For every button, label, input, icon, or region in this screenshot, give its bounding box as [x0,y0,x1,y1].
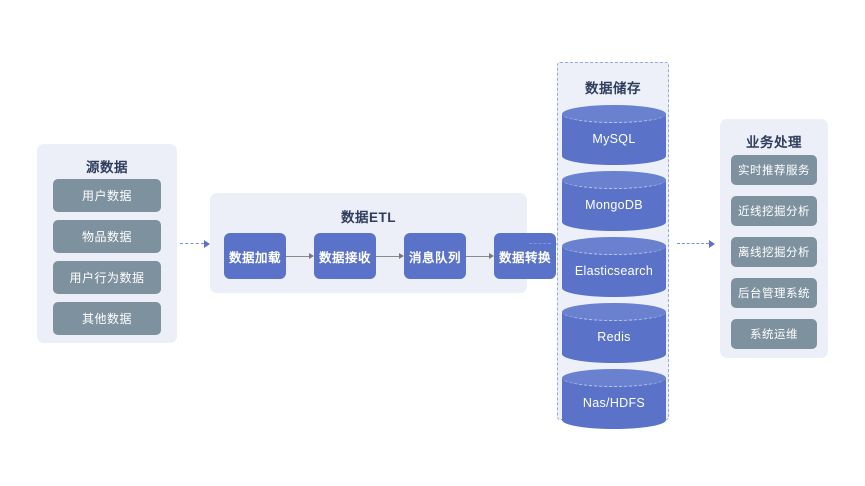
cylinder-cap [562,171,666,189]
connector-line [286,255,309,257]
connector-line [529,243,551,244]
storage-cylinder-mongodb[interactable]: MongoDB [562,171,666,231]
business-item-system-ops[interactable]: 系统运维 [731,319,817,349]
connector-queue-to-transform [466,252,494,260]
storage-title: 数据储存 [585,81,641,96]
storage-cylinder-redis[interactable]: Redis [562,303,666,363]
storage-label: Redis [597,330,631,344]
arrow-head-icon [709,239,715,248]
arrow-head-icon [204,239,210,248]
etl-step-message-queue[interactable]: 消息队列 [404,233,466,279]
connector-etl-to-storage [529,239,557,248]
storage-panel: 数据储存 MySQL MongoDB Elasticsearch Redis [557,62,669,429]
connector-line [376,255,399,257]
business-item-nearline-mining[interactable]: 近线挖掘分析 [731,196,817,226]
cylinder-cap [562,303,666,321]
arrow-head-icon [399,253,404,259]
storage-cylinder-mysql[interactable]: MySQL [562,105,666,165]
etl-step-data-load[interactable]: 数据加载 [224,233,286,279]
arrow-head-icon [551,239,557,248]
business-item-admin-system[interactable]: 后台管理系统 [731,278,817,308]
storage-cylinder-nas-hdfs[interactable]: Nas/HDFS [562,369,666,429]
storage-cylinder-elasticsearch[interactable]: Elasticsearch [562,237,666,297]
source-data-panel: 源数据 用户数据 物品数据 用户行为数据 其他数据 [37,144,177,343]
connector-line [180,243,204,244]
connector-source-to-etl [180,239,210,248]
source-item-other-data[interactable]: 其他数据 [53,302,161,335]
connector-load-to-receive [286,252,314,260]
source-item-user-data[interactable]: 用户数据 [53,179,161,212]
connector-storage-to-business [677,239,715,248]
source-data-title: 源数据 [86,160,128,175]
connector-receive-to-queue [376,252,404,260]
source-item-item-data[interactable]: 物品数据 [53,220,161,253]
etl-title: 数据ETL [341,210,396,225]
storage-label: MySQL [592,132,636,146]
storage-label: Elasticsearch [574,264,654,278]
storage-label: Nas/HDFS [582,396,646,410]
etl-panel: 数据ETL 数据加载 数据接收 消息队列 数据转换 [210,193,556,293]
arrow-head-icon [489,253,494,259]
cylinder-cap [562,237,666,255]
etl-step-data-receive[interactable]: 数据接收 [314,233,376,279]
etl-step-data-transform[interactable]: 数据转换 [494,233,556,279]
business-item-realtime-recommendation[interactable]: 实时推荐服务 [731,155,817,185]
business-panel: 业务处理 实时推荐服务 近线挖掘分析 离线挖掘分析 后台管理系统 系统运维 [720,119,828,358]
cylinder-cap [562,369,666,387]
cylinder-cap [562,105,666,123]
arrow-head-icon [309,253,314,259]
storage-label: MongoDB [585,198,643,212]
source-item-user-behavior-data[interactable]: 用户行为数据 [53,261,161,294]
business-item-offline-mining[interactable]: 离线挖掘分析 [731,237,817,267]
business-title: 业务处理 [746,135,802,150]
connector-line [466,255,489,257]
connector-line [677,243,709,244]
